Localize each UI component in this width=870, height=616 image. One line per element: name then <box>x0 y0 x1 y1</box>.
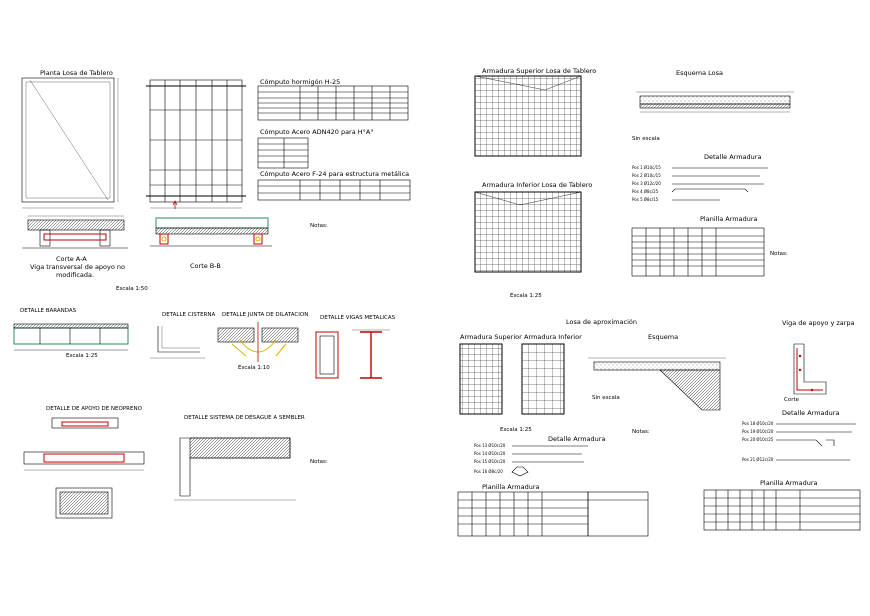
detalle-armadura-bars-b <box>511 445 588 477</box>
viga-apoyo-drawing <box>793 343 827 395</box>
computo-hormigon-title: Cómputo hormigón H-25 <box>260 78 341 86</box>
detalle-apoyo-drawing <box>23 417 145 519</box>
planilla-armadura-table-c <box>703 489 861 531</box>
escala-top: Escala 1:50 <box>116 286 148 292</box>
detalle-junta-drawing <box>217 322 299 362</box>
corte-aa-drawing <box>22 215 128 249</box>
arm-inferior-small-title: Armadura Inferior <box>524 333 582 341</box>
sin-escala: Sin escala <box>632 136 660 142</box>
bar-label-2: Pos 2 Ø10c/15 <box>632 173 661 178</box>
computo-hormigon-table <box>257 85 409 121</box>
detalle-sistema-drawing <box>174 437 296 501</box>
planilla-armadura-c-title: Planilla Armadura <box>760 479 818 487</box>
computo-acero-f24-title: Cómputo Acero F-24 para estructura metál… <box>260 170 410 178</box>
esquema-losa-title: Esquema Losa <box>676 69 723 77</box>
planilla-armadura-title: Planilla Armadura <box>700 215 758 223</box>
viga-transversal-caption-2: modificada. <box>56 271 95 279</box>
computo-acero-title: Cómputo Acero ADN420 para H°A° <box>260 128 374 136</box>
bar-label-c-3: Pos 20 Ø10c/25 <box>742 437 774 442</box>
bar-label-b-1: Pos 13 Ø10c/20 <box>474 443 506 448</box>
planilla-armadura-table-top <box>631 227 765 277</box>
escala-bottom: Escala 1:25 <box>500 427 532 433</box>
planta-losa-drawing <box>21 77 119 209</box>
corte-bb-drawing <box>150 200 272 247</box>
detalle-barandas-title: DETALLE BARANDAS <box>20 308 77 314</box>
bar-label-c-1: Pos 18 Ø10c/20 <box>742 421 774 426</box>
detalle-vigas-drawing <box>315 329 390 379</box>
detalle-sistema-title: DETALLE SISTEMA DE DESAGUE A SEMBLER <box>184 415 305 421</box>
planta-losa-title: Planta Losa de Tablero <box>40 69 113 77</box>
armadura-inferior-grid <box>474 191 582 273</box>
notas-bottom-mid: Notas: <box>632 429 650 435</box>
bar-label-4: Pos 4 Ø8c/25 <box>632 189 659 194</box>
viga-apoyo-title: Viga de apoyo y zarpa <box>782 319 855 327</box>
computo-acero-f24-table <box>257 179 411 201</box>
esquema-losa-drawing <box>636 91 794 113</box>
detalle-armadura-title: Detalle Armadura <box>704 153 762 161</box>
framing-plan-drawing <box>146 79 246 209</box>
bar-label-c-4: Pos 21 Ø12c/20 <box>742 457 774 462</box>
arm-superior-small-title: Armadura Superior <box>460 333 522 341</box>
detalle-armadura-b-title: Detalle Armadura <box>548 435 606 443</box>
notas-bottom-left: Notas: <box>310 459 328 465</box>
planilla-armadura-table-b <box>457 491 649 537</box>
armadura-inferior-title: Armadura Inferior Losa de Tablero <box>482 181 593 189</box>
detalle-vigas-title: DETALLE VIGAS METALICAS <box>320 315 396 321</box>
planilla-armadura-b-title: Planilla Armadura <box>482 483 540 491</box>
bar-label-3: Pos 3 Ø12c/20 <box>632 181 661 186</box>
bar-label-b-2: Pos 14 Ø10c/20 <box>474 451 506 456</box>
bar-label-b-4: Pos 16 Ø8c/20 <box>474 469 503 474</box>
computo-acero-table <box>257 137 309 169</box>
armadura-superior-title: Armadura Superior Losa de Tablero <box>482 67 597 75</box>
detalle-cisterna-title: DETALLE CISTERNA <box>162 312 216 318</box>
corte-aa-title: Corte A-A <box>56 255 87 263</box>
corte-label: Corte <box>784 397 800 403</box>
losa-aprox-inferior-grid <box>521 343 565 415</box>
viga-transversal-caption: Viga transversal de apoyo no <box>30 263 126 271</box>
detalle-apoyo-title: DETALLE DE APOYO DE NEOPRENO <box>46 406 142 412</box>
escala-mid: Escala 1:25 <box>510 293 542 299</box>
detalle-armadura-bars <box>671 167 768 201</box>
detalle-armadura-bars-c <box>776 423 856 461</box>
detalle-barandas-drawing <box>13 323 129 351</box>
losa-aprox-superior-grid <box>459 343 503 415</box>
esquema-title: Esquema <box>648 333 679 341</box>
escala-barandas: Escala 1:25 <box>66 353 98 359</box>
losa-aproximacion-title: Losa de aproximación <box>566 318 637 326</box>
bar-label-c-2: Pos 19 Ø10c/20 <box>742 429 774 434</box>
escala-junta: Escala 1:10 <box>238 365 270 371</box>
armadura-superior-grid <box>474 75 582 157</box>
bar-label-b-3: Pos 15 Ø10c/20 <box>474 459 506 464</box>
detalle-junta-title: DETALLE JUNTA DE DILATACION <box>222 312 309 318</box>
notas-top-right: Notas: <box>770 251 788 257</box>
detalle-cisterna-drawing <box>150 326 205 359</box>
losa-aprox-esquema-drawing <box>588 357 726 411</box>
corte-bb-title: Corte B-B <box>190 262 221 270</box>
notas-top: Notas: <box>310 223 328 229</box>
detalle-armadura-c-title: Detalle Armadura <box>782 409 840 417</box>
bar-label-1: Pos 1 Ø10c/15 <box>632 165 661 170</box>
sin-escala-b: Sin escala <box>592 395 620 401</box>
bar-label-5: Pos 5 Ø8c/15 <box>632 197 659 202</box>
